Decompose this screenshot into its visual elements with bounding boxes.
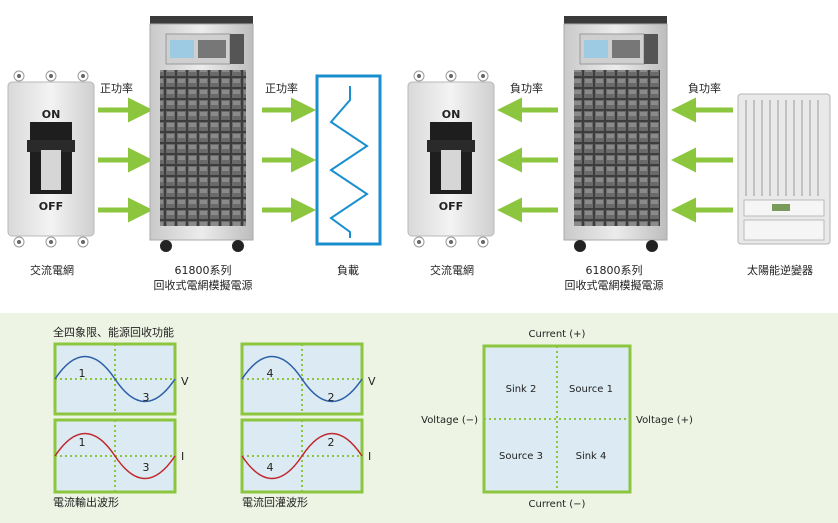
breaker-switch-left: ON OFF xyxy=(7,70,95,248)
switch-right-on: ON xyxy=(442,108,461,121)
switch-left-off: OFF xyxy=(39,200,63,213)
resistor-zigzag-icon xyxy=(329,86,369,238)
arrow-label-negative-power-1: 負功率 xyxy=(510,81,543,95)
arrows-negative-power-2 xyxy=(671,97,733,223)
quadrant-top-left: Sink 2 xyxy=(506,384,537,395)
current-waveform xyxy=(54,432,176,480)
arrow-label-positive-power-1: 正功率 xyxy=(100,81,133,95)
grid-simulator-cabinet-right xyxy=(563,16,668,252)
output-waveform-panel: 1 3 V 1 3 I xyxy=(53,342,189,494)
regen-waveform-caption: 電流回灌波形 xyxy=(242,495,308,509)
arrows-negative-power-1 xyxy=(497,97,558,223)
unit-right-caption-line2: 回收式電網模擬電源 xyxy=(565,278,664,292)
unit-left-caption-line1: 61800系列 xyxy=(175,263,232,277)
quadrant-bottom-right: Sink 4 xyxy=(576,451,607,462)
arrow-label-positive-power-2: 正功率 xyxy=(265,81,298,95)
output-v-label: V xyxy=(181,375,189,388)
four-quadrant-title: 全四象限、能源回收功能 xyxy=(53,325,174,339)
quadrant-current-minus: Current (−) xyxy=(529,499,586,510)
quadrant-top-right: Source 1 xyxy=(569,384,613,395)
regen-i-quadrant-left: 4 xyxy=(267,461,274,474)
quadrant-diagram: Sink 2 Source 1 Source 3 Sink 4 xyxy=(482,344,632,494)
grid-simulator-cabinet-left xyxy=(149,16,254,252)
regen-i-label: I xyxy=(368,450,371,463)
output-waveform-caption: 電流輸出波形 xyxy=(53,495,119,509)
switch-left-caption: 交流電網 xyxy=(30,263,74,277)
quadrant-bottom-left: Source 3 xyxy=(499,451,543,462)
switch-right-off: OFF xyxy=(439,200,463,213)
solar-inverter xyxy=(737,93,831,245)
output-v-quadrant-left: 1 xyxy=(79,367,86,380)
switch-left-on: ON xyxy=(42,108,61,121)
output-v-quadrant-right: 3 xyxy=(143,391,150,404)
output-i-quadrant-right: 3 xyxy=(143,461,150,474)
regen-waveform-panel: 4 2 V 4 2 I xyxy=(240,342,376,494)
regen-v-quadrant-right: 2 xyxy=(328,391,335,404)
unit-right-caption-line1: 61800系列 xyxy=(586,263,643,277)
regen-v-quadrant-left: 4 xyxy=(267,367,274,380)
unit-left-caption-line2: 回收式電網模擬電源 xyxy=(154,278,253,292)
output-i-quadrant-left: 1 xyxy=(79,436,86,449)
breaker-switch-right: ON OFF xyxy=(407,70,495,248)
regen-v-label: V xyxy=(368,375,376,388)
load-caption: 負載 xyxy=(337,264,359,277)
regen-i-quadrant-right: 2 xyxy=(328,436,335,449)
arrow-label-negative-power-2: 負功率 xyxy=(688,81,721,95)
quadrant-voltage-minus: Voltage (−) xyxy=(421,415,478,426)
output-i-label: I xyxy=(181,450,184,463)
current-waveform xyxy=(241,432,363,480)
quadrant-voltage-plus: Voltage (+) xyxy=(636,415,693,426)
switch-right-caption: 交流電網 xyxy=(430,263,474,277)
arrows-positive-power-2 xyxy=(262,97,316,223)
load-box xyxy=(315,74,382,246)
quadrant-current-plus: Current (+) xyxy=(529,329,586,340)
inverter-caption: 太陽能逆變器 xyxy=(747,263,813,277)
voltage-waveform xyxy=(241,355,363,403)
arrows-positive-power-1 xyxy=(98,97,153,223)
voltage-waveform xyxy=(54,355,176,403)
